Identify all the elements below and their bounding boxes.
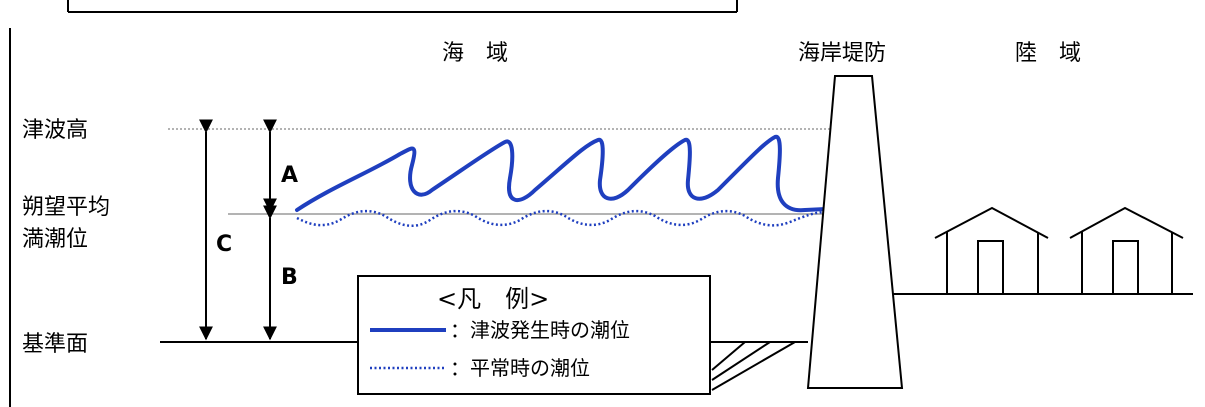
house-2 bbox=[1069, 206, 1184, 295]
letter-a: A bbox=[281, 163, 298, 188]
tsunami-wave-line bbox=[295, 134, 828, 213]
seawall bbox=[806, 75, 904, 389]
mean-high-water-label-2: 満潮位 bbox=[22, 227, 88, 252]
house-1 bbox=[934, 206, 1049, 295]
frame bbox=[9, 0, 738, 407]
datum-label: 基準面 bbox=[22, 332, 88, 357]
legend-item-tsunami: ：津波発生時の潮位 bbox=[450, 318, 630, 342]
land-area-label: 陸 域 bbox=[1015, 41, 1081, 66]
letter-c: C bbox=[216, 232, 232, 257]
letter-b: B bbox=[281, 265, 298, 290]
legend-item-normal: ：平常時の潮位 bbox=[450, 356, 590, 380]
sea-area-label: 海 域 bbox=[442, 41, 508, 66]
mean-high-water-label-1: 朔望平均 bbox=[22, 195, 110, 220]
legend-title: <凡 例> bbox=[437, 285, 549, 313]
normal-tide-line bbox=[296, 209, 827, 228]
tsunami-height-label: 津波高 bbox=[22, 118, 88, 143]
legend: <凡 例> ：津波発生時の潮位 ：平常時の潮位 bbox=[357, 275, 711, 395]
legend-box bbox=[357, 275, 711, 395]
seawall-label: 海岸堤防 bbox=[798, 41, 886, 66]
seabed-hatch bbox=[711, 341, 796, 391]
